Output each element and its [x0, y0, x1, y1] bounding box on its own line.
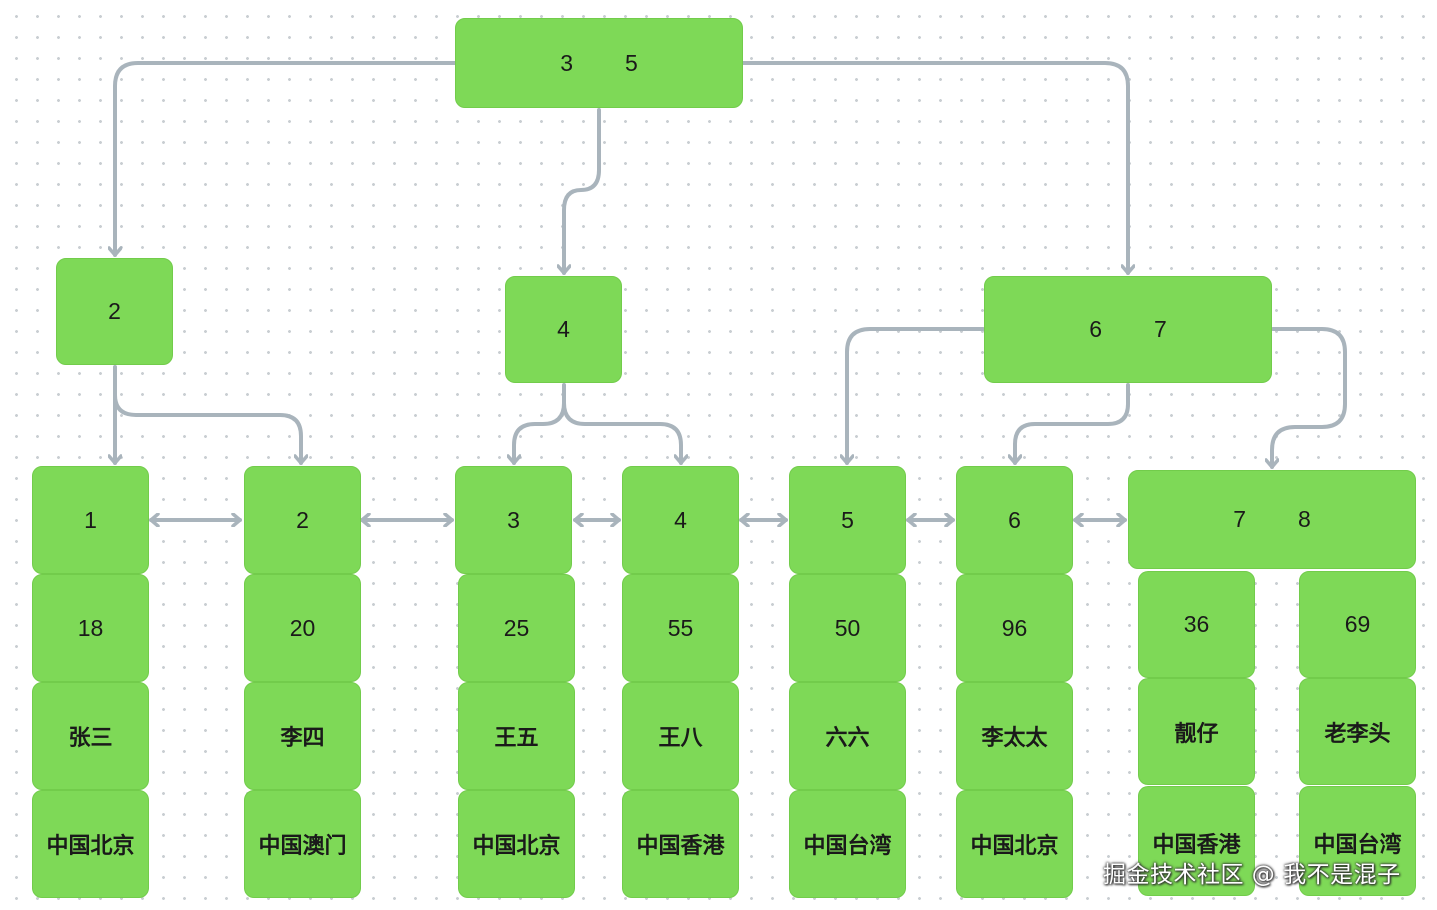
leaf-7-name-text: 靓仔	[1174, 721, 1219, 747]
leaf-4-name-text: 王八	[658, 726, 703, 751]
leaf-6-age: 96	[956, 574, 1073, 682]
leaf-5-name: 六六	[789, 682, 906, 790]
edge-node-4-to-leaf-4	[562, 401, 681, 465]
leaf-1-age: 18	[32, 574, 149, 682]
leaf-8-city-text: 中国台湾	[1313, 833, 1402, 858]
leaf-4-city: 中国香港	[622, 790, 739, 898]
leaf-3-age-text: 25	[503, 614, 530, 641]
leaf-6-city: 中国北京	[956, 790, 1073, 898]
leaf-2-age: 20	[244, 574, 361, 682]
leaf-2-id-text: 2	[296, 506, 309, 533]
leaf-5-id-text: 5	[841, 506, 854, 533]
leaf-4-age-text: 55	[667, 614, 694, 641]
leaf-3-city: 中国北京	[458, 790, 575, 898]
leaf-7-age-text: 36	[1183, 611, 1210, 637]
leaf-3-name: 王五	[458, 682, 575, 790]
index-node-2-key: 2	[108, 298, 121, 324]
leaf-1-name-text: 张三	[68, 726, 113, 751]
leaf-5-id: 5	[789, 466, 906, 574]
edge-node-67-to-leaf-5	[847, 327, 985, 465]
index-node-2: 2	[56, 258, 173, 365]
index-node-67: 6 7	[984, 276, 1272, 383]
edge-node-2-to-leaf-2	[113, 393, 301, 465]
leaf-6-name-text: 李太太	[981, 726, 1048, 751]
leaf-8-name: 老李头	[1299, 678, 1416, 785]
leaf-5-name-text: 六六	[825, 726, 870, 751]
leaf-2-city: 中国澳门	[244, 790, 361, 898]
leaf-4-id: 4	[622, 466, 739, 574]
leaf-2-id: 2	[244, 466, 361, 574]
leaf-7-age: 36	[1138, 571, 1255, 678]
root-key-2: 5	[625, 49, 638, 76]
leaf-1-id-text: 1	[84, 506, 97, 533]
leaf-5-age: 50	[789, 574, 906, 682]
leaf-4-age: 55	[622, 574, 739, 682]
leaf-2-age-text: 20	[289, 614, 316, 641]
leaf-5-city: 中国台湾	[789, 790, 906, 898]
leaf-6-city-text: 中国北京	[970, 834, 1059, 859]
leaf-6-name: 李太太	[956, 682, 1073, 790]
leaf-6-age-text: 96	[1001, 614, 1028, 641]
leaf-8-city: 中国台湾	[1299, 786, 1416, 896]
leaf-6-id-text: 6	[1008, 506, 1021, 533]
leaf-3-id-text: 3	[507, 506, 520, 533]
edge-node-67-to-leaf-6	[1015, 383, 1130, 465]
leaf-5-age-text: 50	[834, 614, 861, 641]
leaf-5-city-text: 中国台湾	[803, 834, 892, 859]
edge-node-67-to-leaf-78	[1272, 327, 1347, 469]
edge-root-to-node-67	[741, 61, 1128, 275]
leaf-1-city-text: 中国北京	[46, 834, 135, 859]
leaf-1-id: 1	[32, 466, 149, 574]
edge-root-to-node-2	[115, 61, 457, 257]
leaf-3-age: 25	[458, 574, 575, 682]
leaf-3-city-text: 中国北京	[472, 834, 561, 859]
leaf-2-name-text: 李四	[280, 726, 325, 751]
leaf-78-key-2: 8	[1298, 506, 1311, 532]
root-node: 3 5	[455, 18, 743, 108]
leaf-4-city-text: 中国香港	[636, 834, 725, 859]
leaf-8-name-text: 老李头	[1324, 721, 1391, 747]
leaf-3-id: 3	[455, 466, 572, 574]
leaf-2-name: 李四	[244, 682, 361, 790]
index-node-67-key-1: 6	[1089, 316, 1102, 342]
leaf-1-name: 张三	[32, 682, 149, 790]
leaf-6-id: 6	[956, 466, 1073, 574]
edge-node-4-to-leaf-3	[514, 383, 566, 465]
leaf-4-name: 王八	[622, 682, 739, 790]
index-node-67-key-2: 7	[1154, 316, 1167, 342]
edge-root-to-node-4	[564, 108, 601, 275]
index-node-4-key: 4	[557, 316, 570, 342]
leaf-78-key-1: 7	[1233, 506, 1246, 532]
leaf-2-city-text: 中国澳门	[258, 834, 347, 859]
leaf-7-name: 靓仔	[1138, 678, 1255, 785]
leaf-8-age: 69	[1299, 571, 1416, 678]
leaf-7-city: 中国香港	[1138, 786, 1255, 896]
leaf-3-name-text: 王五	[494, 726, 539, 751]
index-node-4: 4	[505, 276, 622, 383]
leaf-78-keys: 7 8	[1128, 470, 1416, 569]
leaf-7-city-text: 中国香港	[1152, 833, 1241, 858]
root-key-1: 3	[560, 49, 573, 76]
leaf-1-city: 中国北京	[32, 790, 149, 898]
leaf-1-age-text: 18	[77, 614, 104, 641]
leaf-8-age-text: 69	[1344, 611, 1371, 637]
watermark: 掘金技术社区 @ 我不是混子	[1103, 862, 1401, 888]
leaf-4-id-text: 4	[674, 506, 687, 533]
